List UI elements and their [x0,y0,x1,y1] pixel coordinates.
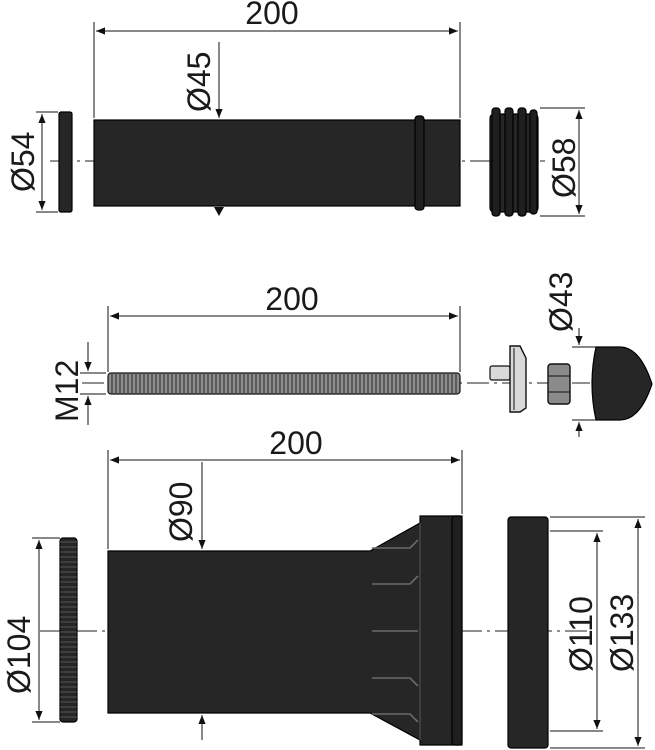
top-left-diameter-label: Ø54 [5,132,41,192]
top-ribbed-connector [489,107,539,217]
bottom-pipe [107,515,463,746]
bottom-threaded-ring [59,537,78,723]
cap-diameter-dimension: Ø43 [543,272,596,437]
bottom-right-inner-diameter-dimension: Ø110 [550,530,603,732]
bottom-inner-diameter-label: Ø90 [163,482,199,542]
bottom-right-inner-diameter-label: Ø110 [563,596,599,672]
top-assembly: 200 Ø45 Ø54 Ø58 [5,0,585,217]
bottom-right-outer-diameter-dimension: Ø133 [550,516,645,749]
bottom-inner-diameter-dimension: Ø90 [163,462,206,740]
thread-size-dimension: M12 [49,342,106,425]
bottom-left-diameter-label: Ø104 [1,616,37,694]
top-seal-ring [58,111,73,213]
middle-assembly: 200 M12 Ø43 [49,272,653,437]
bottom-socket-fins [372,539,419,723]
bottom-length-label: 200 [269,425,322,461]
thread-size-label: M12 [49,360,85,422]
bottom-assembly: 200 Ø90 Ø104 Ø110 Ø133 [1,425,645,749]
top-pipe [93,119,461,207]
bottom-end-cap-ring [507,516,549,749]
bottom-left-diameter-dimension: Ø104 [1,537,60,723]
middle-length-dimension: 200 [107,281,461,372]
top-inner-diameter-label: Ø45 [181,52,217,112]
dome-cap [591,346,653,421]
top-inner-diameter-dimension: Ø45 [181,42,224,216]
top-length-dimension: 200 [93,0,461,118]
top-right-diameter-dimension: Ø58 [540,107,585,217]
bottom-right-outer-diameter-label: Ø133 [604,594,640,672]
top-right-diameter-label: Ø58 [546,138,582,198]
top-left-diameter-dimension: Ø54 [5,111,58,213]
cap-diameter-label: Ø43 [543,272,579,332]
top-pipe-collar [414,115,425,211]
bottom-length-dimension: 200 [107,425,463,549]
middle-length-label: 200 [265,281,318,317]
bottom-socket-rim [451,515,463,746]
threaded-rod [107,372,461,395]
washer-flange [489,345,527,413]
top-length-label: 200 [245,0,298,31]
hex-nut [547,363,571,405]
